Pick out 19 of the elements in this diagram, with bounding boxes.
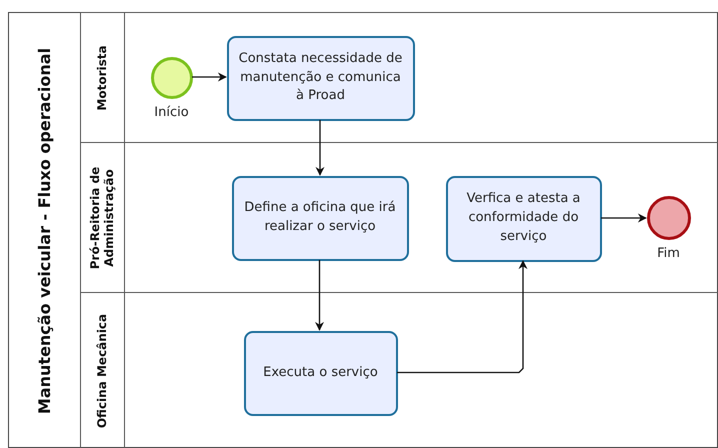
event-label: Fim — [657, 246, 680, 260]
swimlane — [80, 12, 718, 142]
task-box: Executa o serviço — [244, 330, 398, 416]
arrow — [397, 260, 528, 374]
lane-label: Oficina Mecânica — [94, 312, 110, 430]
swimlane — [80, 292, 718, 448]
arrow — [315, 260, 324, 331]
task-box: Verfica e atesta a conformidade do serviço — [446, 176, 602, 262]
task-box: Define a oficina que irá realizar o serviço — [232, 176, 408, 260]
arrow — [316, 120, 324, 176]
arrow — [192, 72, 227, 82]
swimlane — [80, 142, 718, 292]
pool-frame — [8, 12, 718, 448]
pool-title: Manutenção veicular - Fluxo operacional — [34, 46, 56, 416]
event-label: Início — [154, 104, 189, 120]
lane-label: Motorista — [94, 44, 110, 112]
lane-label: Pró-Reitoria de Administração — [87, 165, 117, 271]
arrow — [601, 214, 647, 222]
task-box: Constata necessidade de manutenção e comunica à Proad — [226, 36, 414, 120]
